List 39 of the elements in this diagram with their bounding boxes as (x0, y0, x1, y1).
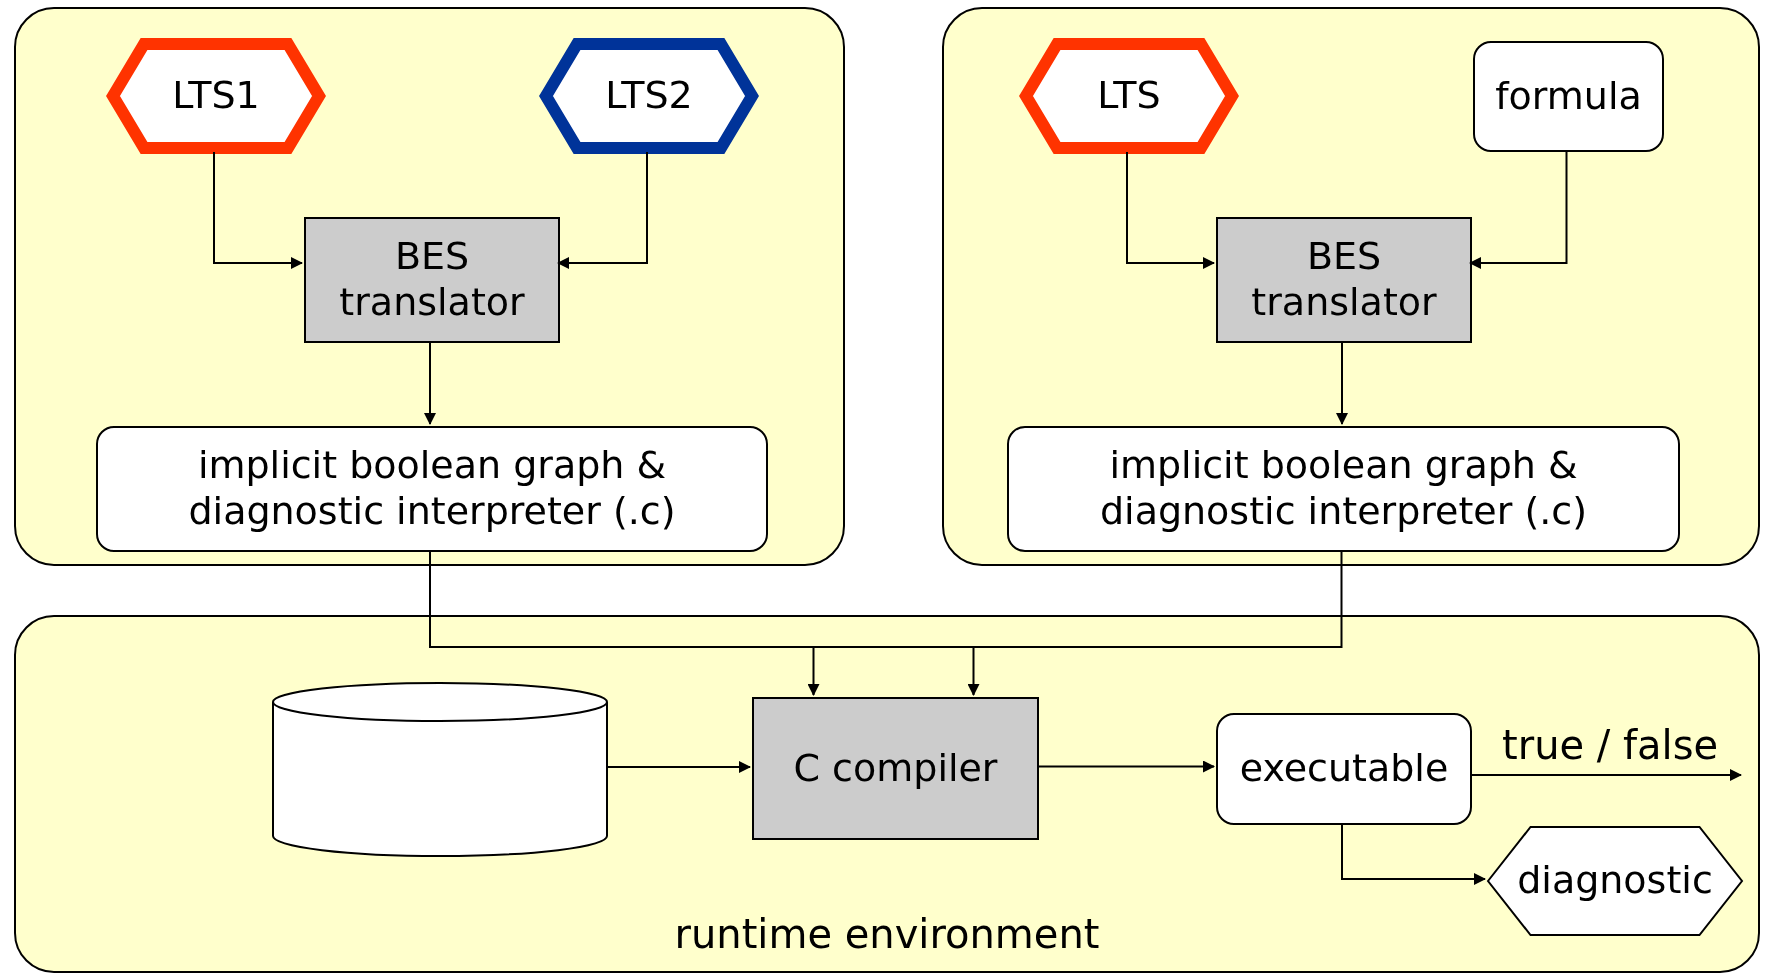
node-label: executable (1238, 746, 1450, 792)
rounded-box (1007, 426, 1680, 552)
hexagon-node (107, 38, 325, 154)
connector-arrow (1336, 340, 1348, 425)
hexagon-node (1020, 38, 1238, 154)
node-label: implicit boolean graph & diagnostic interpreter (.c) (1098, 443, 1589, 535)
process-box (304, 217, 560, 343)
group-panel (14, 7, 845, 566)
node-label: LTS1 (171, 73, 261, 119)
node-label: diagnostic (1516, 858, 1714, 904)
connector-arrow (1036, 760, 1215, 773)
group-label: runtime environment (673, 911, 1101, 957)
group-panel (14, 615, 1760, 973)
node-label: formula (1494, 73, 1643, 120)
connector-arrow (557, 151, 648, 269)
rounded-box (1473, 41, 1664, 152)
node-label: LTS2 (604, 73, 694, 119)
node-label: BES translator (338, 234, 526, 326)
node-label: C compiler (792, 745, 999, 792)
process-box (752, 697, 1039, 840)
hexagon-node (540, 38, 758, 154)
connector-arrow (429, 549, 980, 696)
connector-arrow (1341, 822, 1486, 885)
rounded-box (96, 426, 768, 552)
hexagon-node (1487, 826, 1743, 936)
database-cylinder (272, 682, 608, 856)
group-panel (942, 7, 1760, 566)
connector-arrow (1469, 149, 1568, 269)
rounded-box (1216, 713, 1472, 825)
node-label: implicit boolean graph & diagnostic interpreter (.c) (187, 443, 677, 535)
node-label: LTS (1096, 73, 1162, 119)
connector-arrow (1469, 769, 1742, 781)
node-label: BES translator (1250, 234, 1438, 326)
process-box (1216, 217, 1472, 343)
connector-arrow (1126, 151, 1215, 269)
connector-arrow (424, 340, 436, 425)
connector-arrow (213, 151, 303, 269)
connector-arrow (807, 549, 1343, 696)
connector-arrow (605, 761, 751, 773)
